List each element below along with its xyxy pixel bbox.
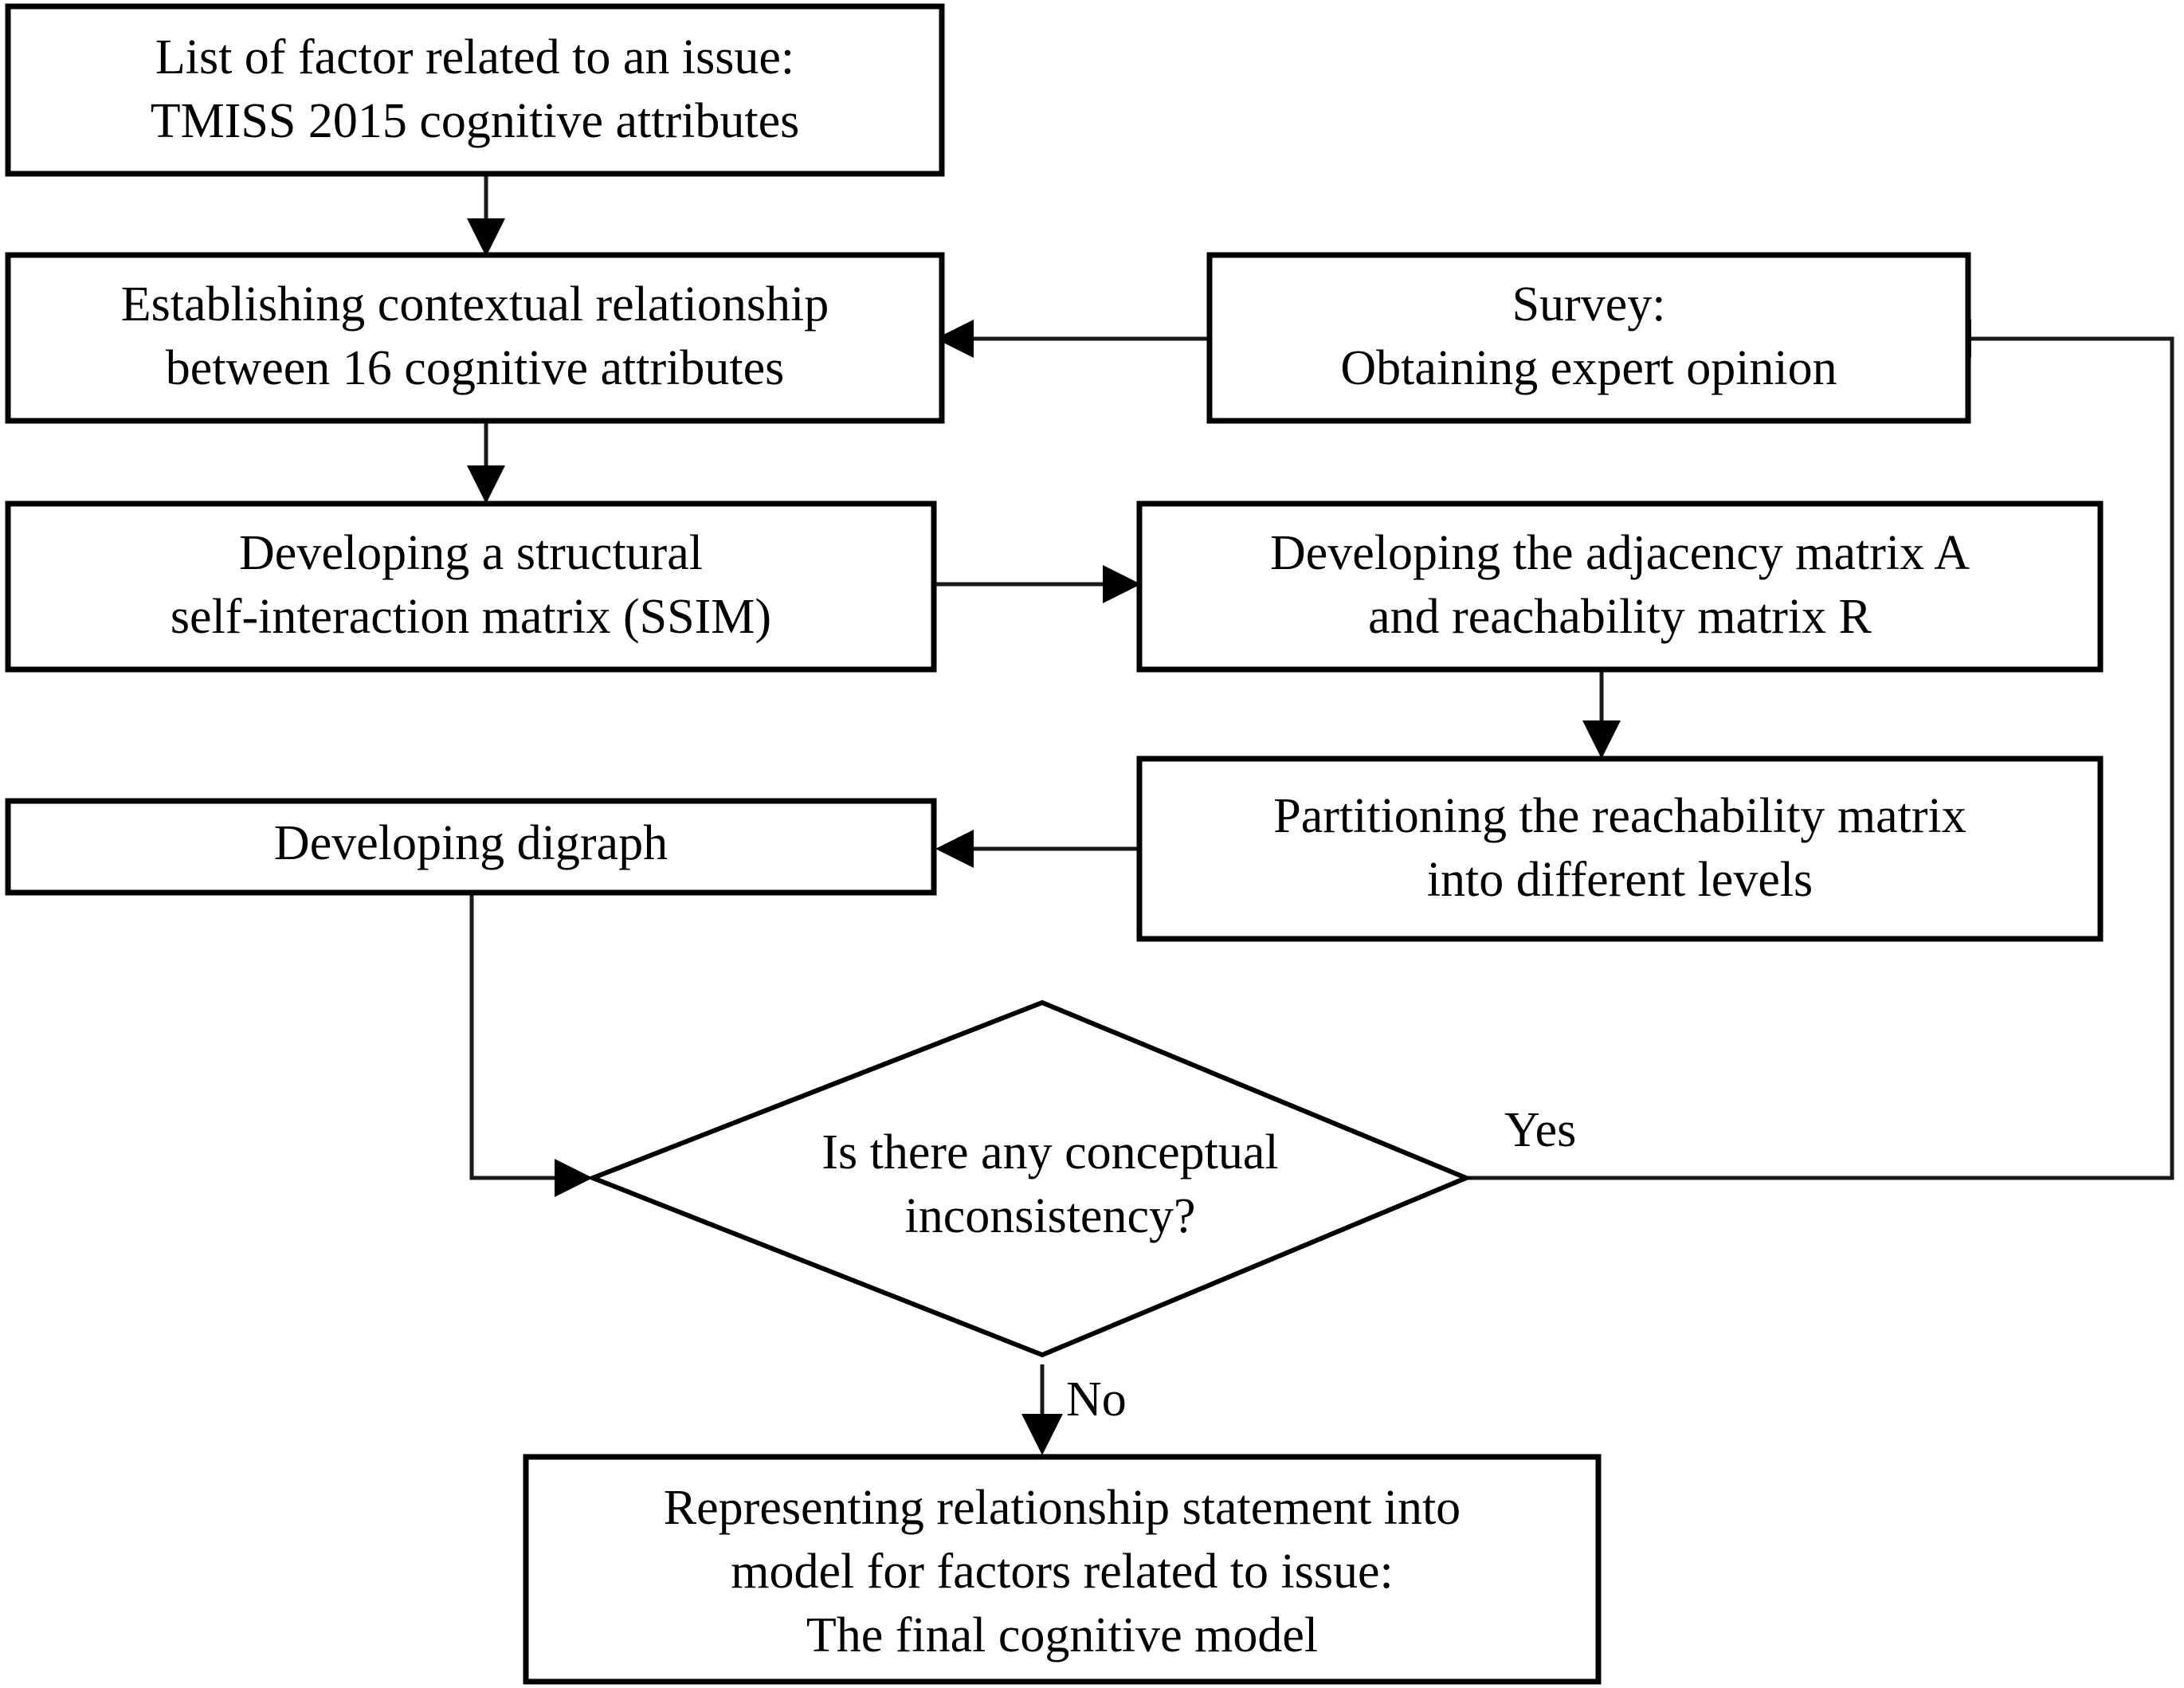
node-digraph[interactable]: Developing digraph — [5, 798, 937, 896]
node-partitioning[interactable]: Partitioning the reachability matrix int… — [1136, 756, 2104, 942]
node-final-model[interactable]: Representing relationship statement into… — [523, 1454, 1602, 1685]
contextual-relationship-line-1: Establishing contextual relationship — [121, 277, 829, 332]
decision-diamond[interactable] — [586, 999, 1472, 1358]
connector-decision-yes-to-survey — [1466, 320, 2174, 1180]
survey-box[interactable] — [1206, 252, 1971, 424]
partitioning-line-1: Partitioning the reachability matrix — [1273, 789, 1966, 843]
connector-ssim-to-adjacency — [934, 565, 1141, 603]
ssim-box[interactable] — [5, 501, 937, 673]
adjacency-matrix-box[interactable] — [1136, 501, 2104, 673]
edge-label-no: No — [1066, 1372, 1127, 1427]
connector-adjacency-to-partitioning — [1582, 669, 1621, 759]
connector-survey-to-contextual — [935, 320, 1210, 358]
contextual-relationship-box[interactable] — [5, 252, 945, 424]
node-adjacency-matrix[interactable]: Developing the adjacency matrix A and re… — [1136, 501, 2104, 673]
arrow-left-icon — [935, 830, 974, 868]
final-model-line-1: Representing relationship statement into — [664, 1481, 1461, 1535]
decision-line-1: Is there any conceptual — [821, 1125, 1278, 1180]
node-ssim[interactable]: Developing a structural self-interaction… — [5, 501, 937, 673]
final-model-line-3: The final cognitive model — [806, 1608, 1318, 1662]
connector-partitioning-to-digraph — [935, 830, 1139, 868]
arrow-down-icon — [467, 465, 505, 504]
node-survey[interactable]: Survey: Obtaining expert opinion — [1206, 252, 1971, 424]
digraph-box[interactable] — [5, 798, 937, 896]
connector-factorlist-to-contextual — [467, 174, 505, 257]
adjacency-matrix-line-2: and reachability matrix R — [1368, 590, 1872, 644]
node-decision[interactable]: Is there any conceptual inconsistency? — [586, 999, 1472, 1358]
final-model-box[interactable] — [523, 1454, 1602, 1685]
arrow-right-icon — [1103, 565, 1141, 603]
digraph-label: Developing digraph — [274, 816, 668, 870]
connector-decision-no-to-final — [1021, 1364, 1063, 1455]
partitioning-line-2: into different levels — [1427, 853, 1813, 907]
partitioning-box[interactable] — [1136, 756, 2104, 942]
final-model-line-2: model for factors related to issue: — [731, 1545, 1394, 1599]
arrow-down-icon — [1582, 720, 1621, 759]
factor-list-line-2: TMISS 2015 cognitive attributes — [151, 94, 800, 148]
arrow-left-icon — [935, 320, 974, 358]
arrow-right-icon — [555, 1159, 593, 1197]
node-contextual-relationship[interactable]: Establishing contextual relationship bet… — [5, 252, 945, 424]
factor-list-line-1: List of factor related to an issue: — [155, 30, 794, 84]
ssim-line-2: self-interaction matrix (SSIM) — [171, 590, 771, 644]
node-factor-list[interactable]: List of factor related to an issue: TMIS… — [5, 3, 945, 177]
adjacency-matrix-line-1: Developing the adjacency matrix A — [1270, 526, 1970, 580]
decision-line-2: inconsistency? — [904, 1189, 1195, 1243]
arrow-down-icon — [1021, 1414, 1063, 1455]
connector-digraph-to-decision — [469, 893, 593, 1197]
factor-list-box[interactable] — [5, 3, 945, 177]
survey-line-2: Obtaining expert opinion — [1340, 341, 1837, 395]
ssim-line-1: Developing a structural — [239, 526, 703, 580]
contextual-relationship-line-2: between 16 cognitive attributes — [166, 341, 784, 395]
arrow-down-icon — [467, 218, 505, 257]
connector-contextual-to-ssim — [467, 421, 505, 504]
survey-line-1: Survey: — [1512, 277, 1666, 332]
edge-label-yes: Yes — [1504, 1103, 1576, 1157]
